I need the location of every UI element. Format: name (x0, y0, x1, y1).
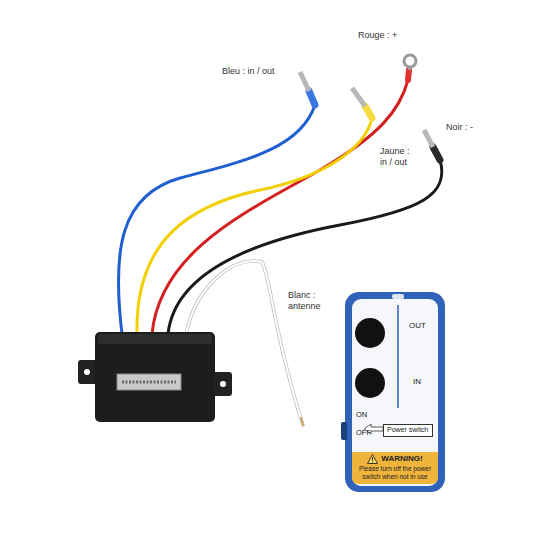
warning-mark (372, 457, 373, 460)
label-holder: Rouge : + (358, 30, 397, 41)
spade-terminal (300, 72, 309, 91)
yellow-wire (137, 118, 372, 334)
mounting-hole (220, 381, 226, 387)
wire-label: Blanc : antenne (288, 290, 326, 313)
remote-control: Power switchWARNING!Please turn off the … (345, 292, 445, 492)
remote-face (352, 299, 438, 486)
switch-state: OFF (356, 429, 371, 437)
wire-label: Jaune : in / out (380, 146, 416, 169)
warning-text: Please turn off the power switch when no… (355, 465, 435, 481)
terminal-sleeve (433, 147, 440, 160)
label-holder: Noir : - (446, 122, 473, 133)
warning-panel: WARNING!Please turn off the power switch… (352, 452, 438, 484)
ring-terminal (404, 55, 416, 67)
spade-terminal (424, 130, 433, 147)
power-switch-tag: Power switch (383, 424, 433, 437)
power-slider (341, 422, 347, 440)
warning-triangle (367, 454, 378, 464)
warning-header: WARNING! (355, 454, 435, 464)
wire-label: Noir : - (446, 122, 473, 133)
receiver-sticker (117, 374, 181, 390)
switch-state: ON (356, 411, 367, 419)
stripped-tip (301, 418, 303, 425)
button-label: OUT (409, 322, 426, 331)
terminal-sleeve (309, 91, 315, 105)
remote-divider (397, 305, 399, 408)
sticker-print (122, 381, 176, 384)
remote-body (345, 292, 445, 492)
label-holder: Blanc : antenne (288, 290, 326, 313)
warning-triangle-shape (368, 455, 378, 464)
receiver-box (95, 332, 215, 422)
switch-caption: Power switch (387, 426, 429, 434)
out-button (355, 318, 385, 348)
receiver-lid (98, 334, 212, 344)
remote-notch (392, 294, 404, 299)
in-button (355, 368, 385, 398)
terminal-sleeve (408, 70, 409, 80)
mounting-hole (84, 369, 90, 375)
button-label: IN (413, 378, 421, 387)
blue-wire (118, 105, 315, 334)
spade-terminal (352, 88, 365, 106)
warning-dot (372, 461, 373, 462)
wire-label: Bleu : in / out (222, 66, 275, 77)
warning-title: WARNING! (381, 454, 422, 464)
label-holder: Jaune : in / out (380, 146, 416, 169)
wire-label: Rouge : + (358, 30, 397, 41)
label-holder: Bleu : in / out (222, 66, 275, 77)
terminal-sleeve (365, 106, 372, 118)
